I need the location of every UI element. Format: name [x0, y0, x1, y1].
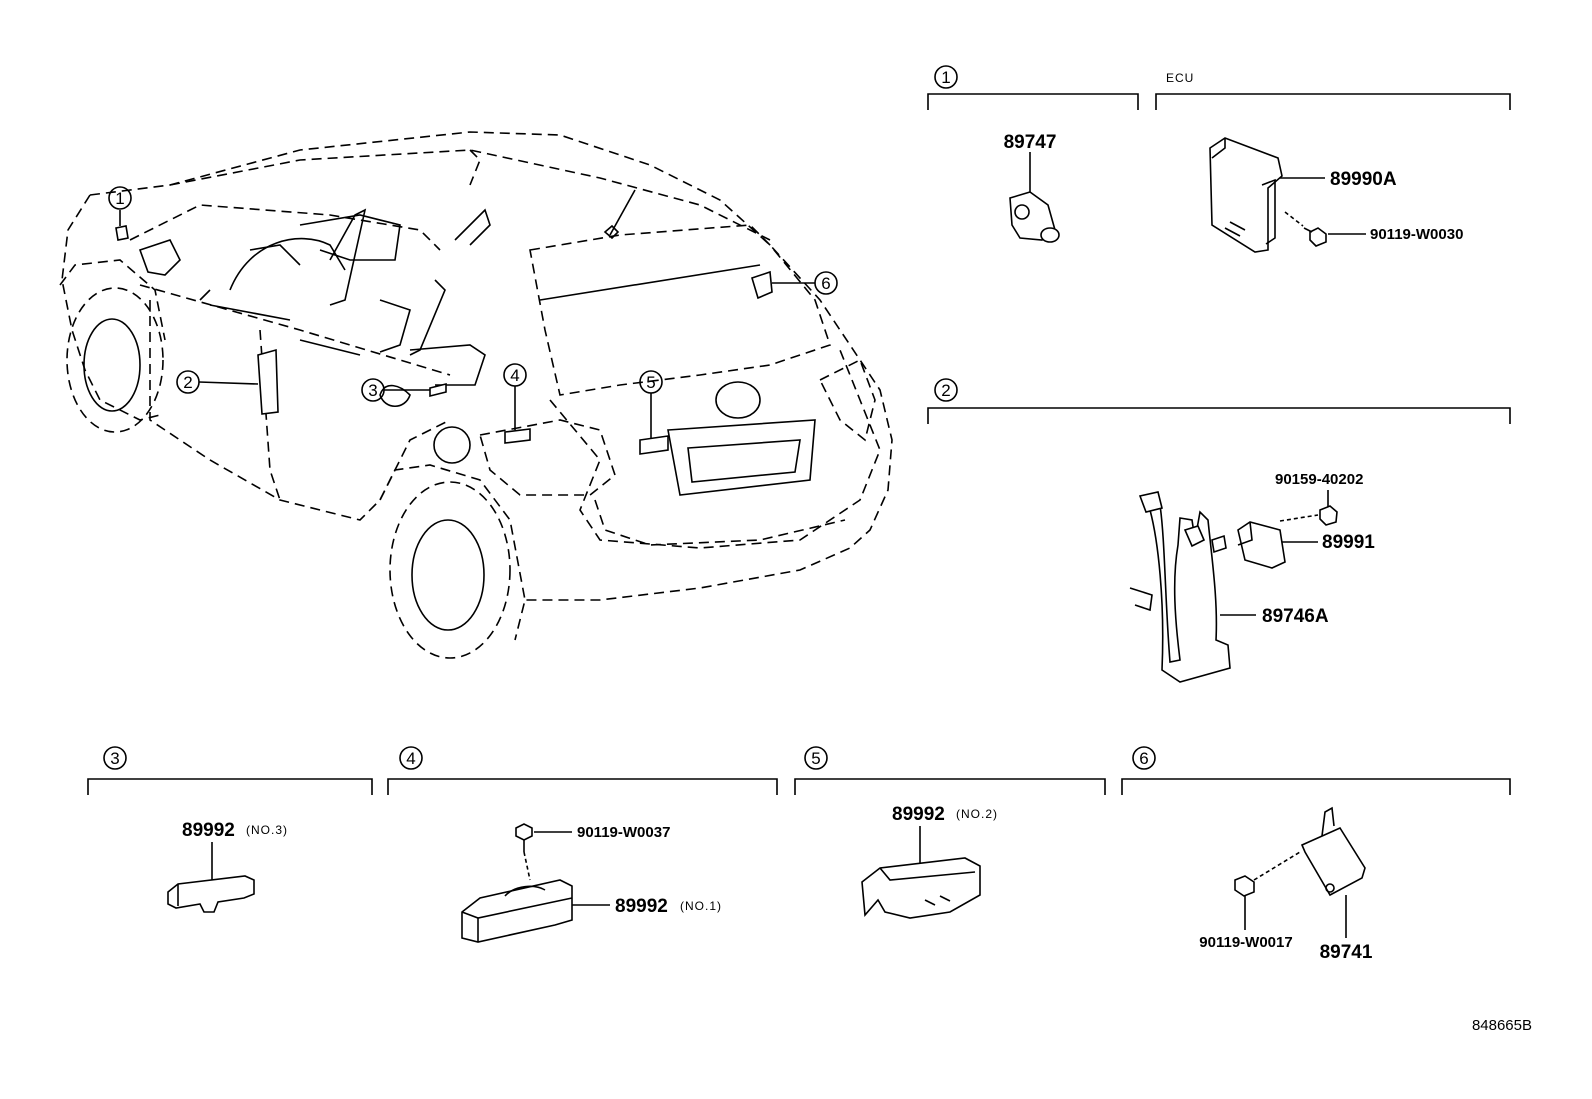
car-callout-5: 5: [646, 373, 655, 392]
section-3: 3 89992 (NO.3): [87, 746, 373, 913]
part-89991: 89991: [1322, 532, 1375, 553]
part-89992-no3: 89992: [182, 820, 235, 841]
section-6: 6 89741 90119-W0017: [1121, 746, 1511, 963]
section-2: 2 90159-40202 89991 89746A: [927, 378, 1511, 683]
antenna-no1-shape: [461, 879, 573, 943]
car-callouts: 1 2 3 4 5 6: [108, 186, 838, 438]
section-1: 1 89747: [927, 65, 1139, 243]
part-89741: 89741: [1320, 942, 1373, 963]
antenna-no3-shape: [167, 875, 255, 913]
part-89747: 89747: [1004, 132, 1057, 153]
part-89992-no2-note: (NO.2): [956, 807, 998, 821]
section-4: 4 90119-W0037 89992 (NO.1): [387, 746, 778, 943]
section-callout-5: 5: [811, 749, 820, 768]
section-ecu: ECU 89990A 90119-W0030: [1155, 71, 1511, 253]
car-callout-2: 2: [183, 373, 192, 392]
car-callout-3: 3: [368, 381, 377, 400]
section-callout-3: 3: [110, 749, 119, 768]
part-90119-W0017: 90119-W0017: [1199, 934, 1292, 951]
part-90119-W0037: 90119-W0037: [577, 824, 670, 841]
section-callout-1: 1: [941, 68, 950, 87]
part-89746A: 89746A: [1262, 606, 1329, 627]
antenna-no2-shape: [861, 857, 981, 919]
part-89992-no2: 89992: [892, 804, 945, 825]
section-5: 5 89992 (NO.2): [794, 746, 1106, 919]
part-90159-40202: 90159-40202: [1275, 471, 1363, 488]
part-89992-no1: 89992: [615, 896, 668, 917]
car-callout-4: 4: [510, 366, 519, 385]
part-89992-no1-note: (NO.1): [680, 899, 722, 913]
module-89991-shape: [1237, 521, 1286, 569]
diagram-code: 848665B: [1472, 1017, 1532, 1034]
vehicle-illustration: [59, 131, 893, 659]
car-callout-6: 6: [821, 274, 830, 293]
ecu-89990A-shape: [1209, 137, 1283, 253]
section-callout-2: 2: [941, 381, 950, 400]
ecu-label: ECU: [1166, 71, 1194, 85]
module-89741-shape: [1300, 826, 1366, 897]
part-89992-no3-note: (NO.3): [246, 823, 288, 837]
section-callout-6: 6: [1139, 749, 1148, 768]
section-callout-4: 4: [406, 749, 415, 768]
part-90119-W0030: 90119-W0030: [1370, 226, 1463, 243]
car-callout-1: 1: [115, 189, 124, 208]
part-89990A: 89990A: [1330, 169, 1397, 190]
